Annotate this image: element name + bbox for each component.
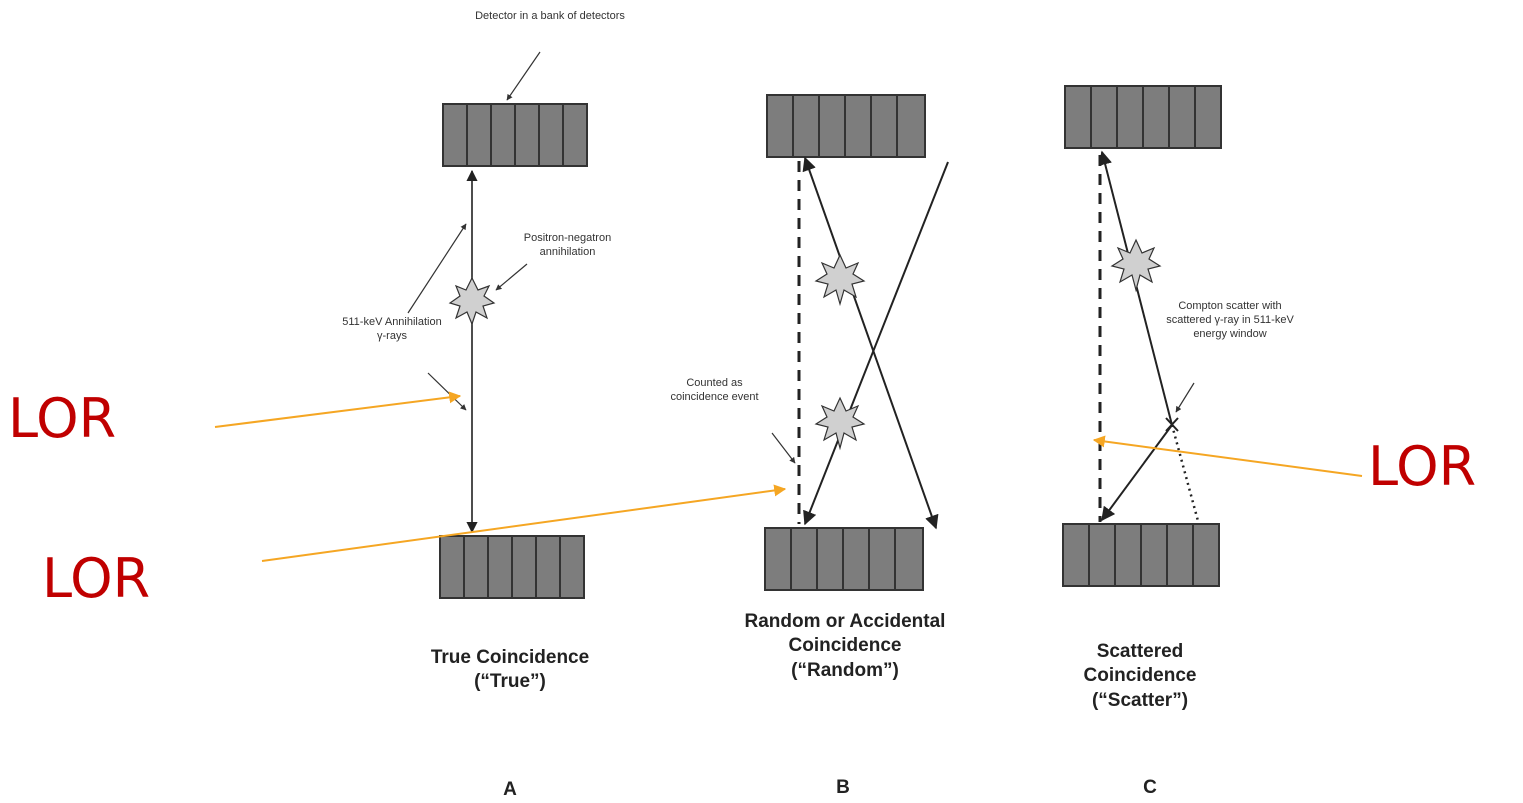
detector-label: Detector in a bank of detectors [475,10,625,22]
annihilation-burst-a [448,276,496,326]
random-gamma-path-1 [802,156,939,530]
scattered-gamma-dotted-path [1170,424,1200,522]
annihilation-burst-b1 [814,253,866,307]
gamma-rays-label: 511-keV Annihilation γ-rays [342,316,442,342]
compton-scatter-mark [1165,417,1179,432]
lor-label-c: LOR [1368,435,1477,498]
caption-b: Random or Accidental Coincidence (“Rando… [744,611,946,681]
gamma-pointer-down-arrow [427,372,467,411]
detector-pointer-arrow [506,51,541,101]
scatter-gamma-path-down [1101,424,1173,522]
counted-pointer-arrow [771,432,796,464]
annihilation-burst-b2 [814,396,866,451]
counted-as-coincidence-label: Counted as coincidence event [670,377,759,403]
annihilation-pointer-arrow [495,263,528,291]
panel-letter-c: C [1143,777,1157,798]
gamma-pointer-up-arrow [407,223,467,314]
panel-letter-a: A [503,779,517,800]
lor-arrow-b [261,484,787,562]
caption-c: Scattered Coincidence (“Scatter”) [1083,641,1197,711]
detector-c-bottom [1062,523,1220,587]
lor-arrow-c [1092,435,1363,477]
compton-pointer-arrow [1175,382,1195,413]
detector-b-top [766,94,926,158]
detector-a-top [442,103,588,167]
lor-label-b: LOR [42,547,151,610]
detector-c-top [1064,85,1222,149]
detector-a-bottom [439,535,585,599]
annihilation-label: Positron-negatron annihilation [523,232,612,258]
lor-arrow-a [214,391,462,428]
lor-label-a: LOR [8,387,117,450]
annihilation-burst-c [1110,238,1162,293]
caption-a: True Coincidence (“True”) [430,647,590,693]
detector-b-bottom [764,527,924,591]
panel-letter-b: B [836,777,850,798]
random-gamma-path-2 [803,161,949,526]
compton-scatter-label: Compton scatter with scattered γ-ray in … [1166,300,1294,340]
